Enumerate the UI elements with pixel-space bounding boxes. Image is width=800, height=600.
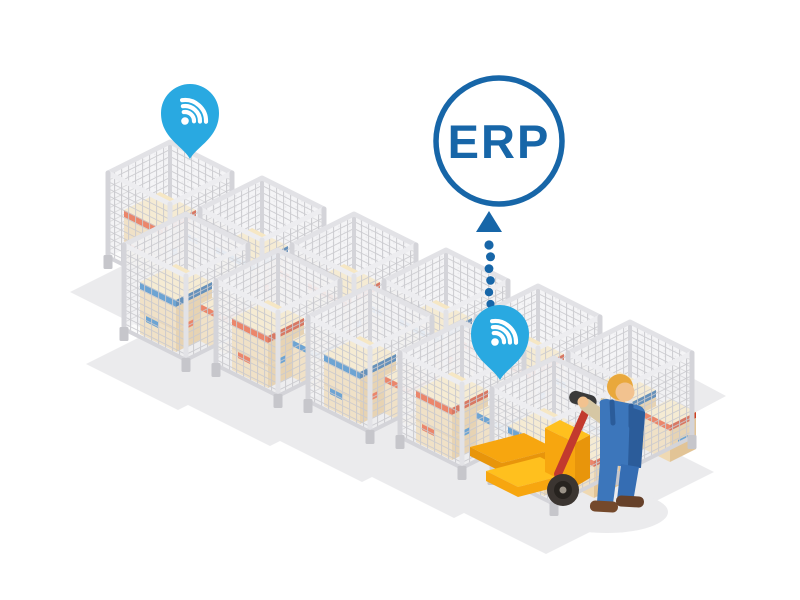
truck-fork-rear-side <box>470 447 502 472</box>
worker-shoe-right <box>615 495 644 508</box>
pallet-truck <box>470 390 597 506</box>
connector-dot <box>486 252 495 262</box>
worker-neck <box>615 396 625 405</box>
erp-node: ERP <box>433 75 565 207</box>
erp-circle <box>433 75 565 207</box>
connector-dot <box>484 288 494 297</box>
worker-shoe-left <box>589 500 618 513</box>
truck-carriage-side <box>575 435 590 487</box>
truck-wheel-hub <box>559 486 567 494</box>
connector-dot <box>484 240 494 250</box>
dotted-connector <box>476 211 502 309</box>
worker-head <box>615 382 635 402</box>
truck-handle <box>554 402 592 478</box>
worker-leg-right <box>617 464 639 502</box>
connector-dot <box>486 276 495 285</box>
truck-fork-rear <box>470 433 556 463</box>
connector-dot <box>484 264 494 273</box>
truck-fork-front-side <box>486 471 518 497</box>
warehouse-worker <box>577 374 646 513</box>
worker-arm <box>579 398 609 424</box>
arrow-up-icon <box>476 211 502 232</box>
worker-leg-left <box>597 462 618 504</box>
erp-label: ERP <box>448 115 551 168</box>
worker-strap-left <box>609 399 616 426</box>
worker-hand <box>577 396 589 408</box>
truck-carriage-top <box>545 420 590 443</box>
